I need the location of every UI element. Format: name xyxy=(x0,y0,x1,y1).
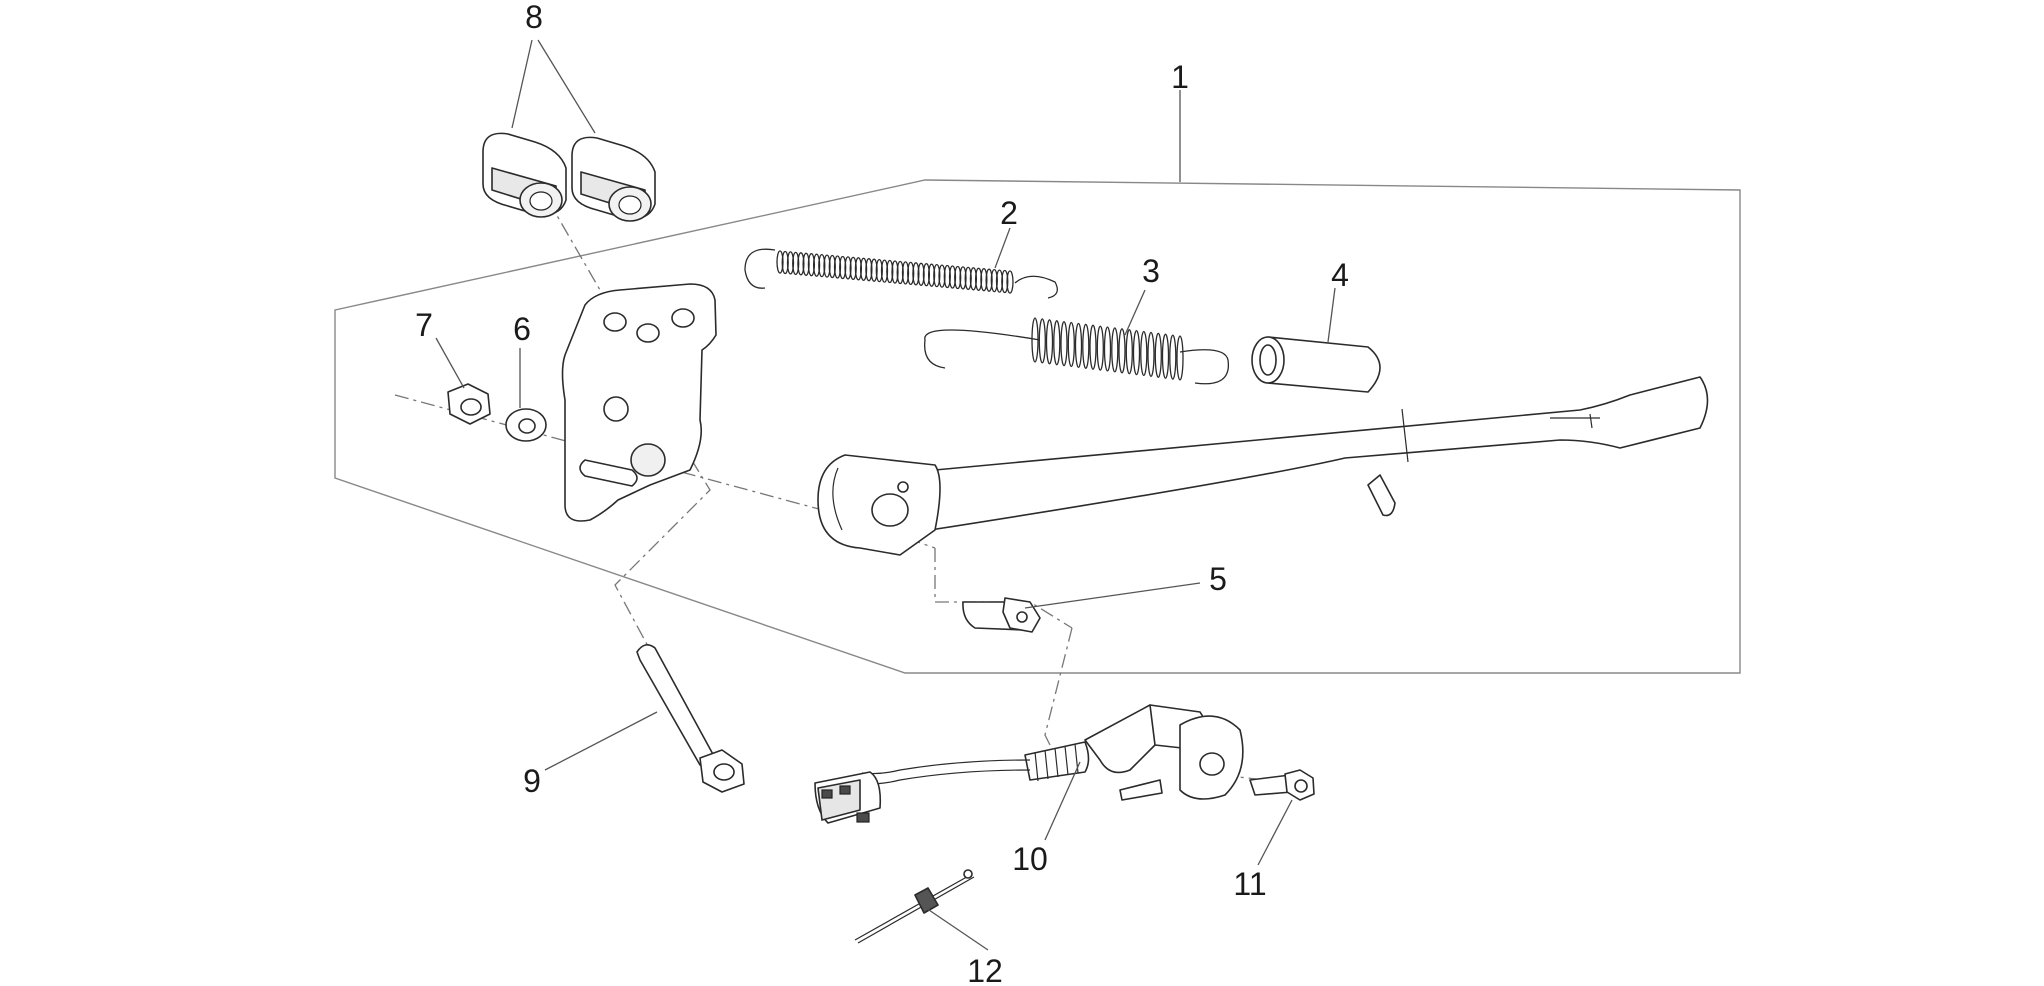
spring-coil xyxy=(1045,319,1054,365)
spring-coil xyxy=(1154,332,1162,378)
part-4-sleeve xyxy=(1251,336,1381,393)
bushing-right xyxy=(571,136,656,222)
part-8-bushings xyxy=(482,132,656,222)
spring-coil xyxy=(865,258,873,282)
spring-coil xyxy=(985,268,993,292)
spring-coil xyxy=(1125,329,1133,375)
spring-coil xyxy=(990,268,998,293)
spring-coil xyxy=(1147,331,1155,378)
spring-coil xyxy=(1038,318,1046,364)
spring-coil xyxy=(786,251,795,275)
spring-coil xyxy=(880,259,889,283)
spring-coil xyxy=(917,262,925,286)
spring-coil xyxy=(870,258,878,282)
leader-lines xyxy=(435,39,1336,951)
callout-12: 12 xyxy=(967,953,1003,986)
part-6-washer xyxy=(505,408,547,442)
spring-coil xyxy=(912,262,920,286)
spring-coil xyxy=(969,267,978,291)
spring-coil xyxy=(1096,325,1104,371)
callout-7: 7 xyxy=(415,307,433,343)
spring-coil xyxy=(1132,329,1141,376)
mounting-bracket xyxy=(561,283,717,522)
callout-10: 10 xyxy=(1012,841,1048,877)
spring-coil xyxy=(943,264,951,289)
spring-coil xyxy=(907,261,915,286)
spring-coil xyxy=(812,253,821,277)
callout-11: 11 xyxy=(1233,866,1266,902)
spring-coil xyxy=(781,250,789,275)
spring-coil xyxy=(844,256,852,280)
spring-coil xyxy=(886,259,894,284)
callout-4: 4 xyxy=(1331,257,1349,293)
spring-coil xyxy=(833,255,842,279)
side-stand-leg xyxy=(817,376,1709,556)
spring-coil xyxy=(927,263,936,287)
spring-coil xyxy=(959,266,967,290)
part-10-sidestand-switch xyxy=(814,704,1244,824)
spring-coil xyxy=(849,256,857,281)
spring-coil xyxy=(828,254,836,279)
part-7-nut xyxy=(447,383,491,425)
part-5-bolt xyxy=(962,597,1041,633)
callout-2: 2 xyxy=(1000,195,1018,231)
callout-1: 1 xyxy=(1171,59,1189,95)
part-3-short-spring xyxy=(924,317,1230,385)
spring-coil xyxy=(839,255,847,280)
spring-coil xyxy=(797,252,805,276)
spring-coil xyxy=(1103,326,1112,372)
callout-8: 8 xyxy=(525,0,543,35)
spring-coil xyxy=(802,252,810,276)
spring-coil xyxy=(1006,270,1014,294)
spring-coil xyxy=(933,263,941,288)
spring-coil xyxy=(792,251,800,276)
spring-coil xyxy=(859,257,868,281)
spring-coil xyxy=(1074,322,1083,369)
spring-coil xyxy=(1140,330,1148,377)
spring-coil xyxy=(854,257,863,281)
part-2-long-spring xyxy=(744,248,1058,299)
spring-coil xyxy=(980,268,988,292)
callout-9: 9 xyxy=(523,763,541,799)
spring-coil xyxy=(974,267,983,291)
spring-coil xyxy=(776,250,784,274)
spring-coil xyxy=(1082,323,1090,369)
part-9-pivot-bolt xyxy=(636,644,745,793)
bushing-left xyxy=(482,132,567,218)
spring-coil xyxy=(938,264,946,288)
spring-coil xyxy=(875,258,883,283)
spring-coil xyxy=(1031,317,1039,363)
part-12-cable-tie xyxy=(854,869,975,944)
callout-6: 6 xyxy=(513,311,531,347)
callout-5: 5 xyxy=(1209,561,1227,597)
spring-coil xyxy=(954,265,962,290)
spring-coil xyxy=(1053,320,1061,366)
assembly-frame xyxy=(334,179,1741,674)
callout-3: 3 xyxy=(1142,253,1160,289)
spring-coil xyxy=(901,261,910,285)
spring-coil xyxy=(1176,335,1184,381)
spring-coil xyxy=(948,265,957,289)
callout-labels: 1 2 3 4 5 6 7 8 9 10 11 12 xyxy=(415,0,1349,986)
spring-coil xyxy=(1001,269,1009,294)
spring-coil xyxy=(818,253,826,278)
spring-coil xyxy=(896,260,904,285)
spring-coil xyxy=(807,253,816,277)
spring-coil xyxy=(922,263,931,287)
spring-coil xyxy=(1111,327,1119,373)
spring-coil xyxy=(1060,320,1068,367)
part-11-screw xyxy=(1249,769,1315,801)
spring-coil xyxy=(1067,321,1075,368)
spring-coil xyxy=(964,266,972,291)
spring-coil xyxy=(1089,324,1097,370)
spring-coil xyxy=(1118,328,1126,374)
spring-coil xyxy=(891,260,899,284)
spring-coil xyxy=(1169,334,1177,380)
spring-coil xyxy=(823,254,831,278)
spring-coil xyxy=(1161,333,1170,379)
spring-coil xyxy=(995,269,1004,293)
